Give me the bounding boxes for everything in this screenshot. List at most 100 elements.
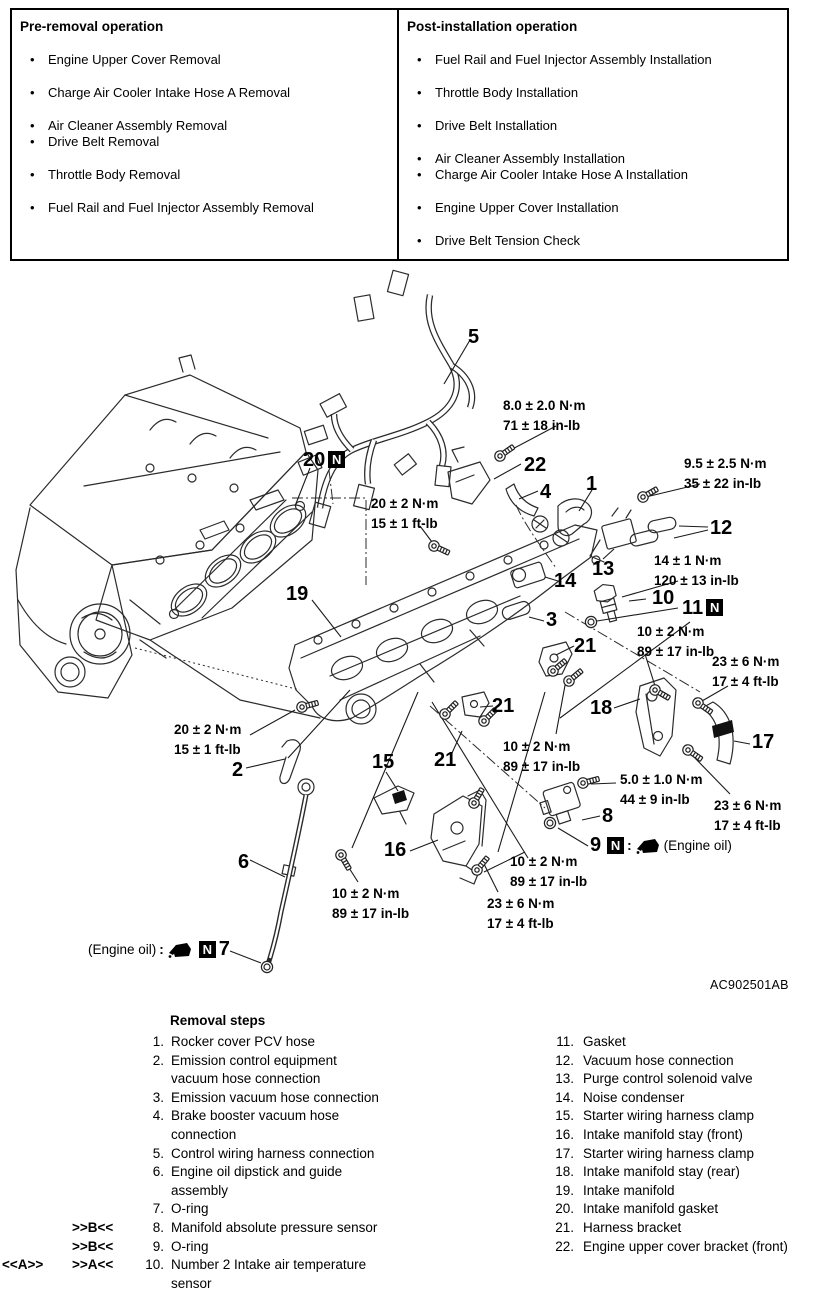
- callout-14: 14: [554, 570, 577, 592]
- intake-manifold-gasket-art: [168, 499, 313, 620]
- callout-7-engine-oil: (Engine oil) : N 7: [88, 938, 230, 961]
- step-row: >>B<<8.Manifold absolute pressure sensor: [0, 1219, 470, 1238]
- callout-1: 1: [586, 473, 598, 495]
- post-installation-title: Post-installation operation: [407, 19, 578, 34]
- callout-18: 18: [590, 697, 613, 719]
- callout-7: 7: [218, 938, 230, 960]
- callout-6: 6: [238, 851, 250, 873]
- callout-22: 22: [524, 454, 547, 476]
- pre-removal-item: Engine Upper Cover Removal: [20, 52, 389, 68]
- step-row: 16.Intake manifold stay (front): [555, 1126, 743, 1142]
- callout-21: 21: [434, 749, 457, 771]
- callout-12: 12: [710, 517, 733, 539]
- post-installation-item: Drive Belt Installation: [407, 118, 779, 134]
- step-row: 15.Starter wiring harness clamp: [555, 1108, 755, 1124]
- colon: :: [159, 942, 164, 957]
- step-row: 22.Engine upper cover bracket (front): [555, 1238, 788, 1254]
- intake-manifold-art: [288, 524, 598, 725]
- post-installation-item: Throttle Body Installation: [407, 85, 779, 101]
- post-installation-cell: Post-installation operation Fuel Rail an…: [399, 10, 787, 259]
- removal-steps-right-column: 11.Gasket 12.Vacuum hose connection 13.P…: [540, 1033, 822, 1256]
- pre-removal-item: Drive Belt Removal: [20, 134, 389, 150]
- callout-16: 16: [384, 839, 407, 861]
- removal-steps-left-column: 1.Rocker cover PCV hose 2.Emission contr…: [0, 1033, 470, 1293]
- step-row: 18.Intake manifold stay (rear): [555, 1164, 740, 1180]
- post-installation-item: Fuel Rail and Fuel Injector Assembly Ins…: [407, 52, 779, 68]
- callout-13: 13: [592, 558, 615, 580]
- callout-9-engine-oil: 9 N : (Engine oil): [590, 834, 732, 857]
- procedure-marker: >>B<<: [72, 1219, 114, 1235]
- pre-removal-item: Charge Air Cooler Intake Hose A Removal: [20, 85, 389, 101]
- oil-can-icon: [168, 942, 191, 958]
- step-row: 13.Purge control solenoid valve: [555, 1071, 753, 1087]
- removal-steps-title: Removal steps: [170, 1013, 266, 1028]
- engine-oil-label: (Engine oil): [88, 942, 157, 957]
- operations-table: Pre-removal operation Engine Upper Cover…: [10, 8, 789, 261]
- post-installation-item: Engine Upper Cover Installation: [407, 200, 779, 216]
- callout-17: 17: [752, 731, 775, 753]
- engine-oil-label: (Engine oil): [663, 838, 732, 853]
- step-row: 20.Intake manifold gasket: [555, 1201, 719, 1217]
- callout-21: 21: [492, 695, 515, 717]
- callout-2: 2: [232, 759, 244, 781]
- step-row: 11.Gasket: [556, 1034, 626, 1049]
- procedure-marker: >>A<<: [72, 1257, 114, 1273]
- wiring-harness-art: [297, 269, 476, 529]
- callout-19: 19: [286, 583, 309, 605]
- step-row: <<A>>>>A<<10.Number 2 Intake air tempera…: [0, 1256, 470, 1293]
- callout-4: 4: [540, 481, 552, 503]
- pre-removal-item: Air Cleaner Assembly Removal: [20, 118, 389, 134]
- pre-removal-item: Throttle Body Removal: [20, 167, 389, 183]
- non-reusable-part-icon: N: [607, 837, 625, 854]
- small-parts-art: [279, 446, 734, 885]
- callout-8: 8: [602, 805, 614, 827]
- callout-15: 15: [372, 751, 395, 773]
- pre-removal-item: Fuel Rail and Fuel Injector Assembly Rem…: [20, 200, 389, 216]
- procedure-marker: <<A>>: [2, 1257, 44, 1273]
- step-row: 14.Noise condenser: [555, 1089, 685, 1105]
- step-row: 17.Starter wiring harness clamp: [555, 1145, 755, 1161]
- post-installation-item: Drive Belt Tension Check: [407, 233, 779, 249]
- post-installation-item: Charge Air Cooler Intake Hose A Installa…: [407, 167, 779, 183]
- post-installation-item: Air Cleaner Assembly Installation: [407, 151, 779, 167]
- pre-removal-cell: Pre-removal operation Engine Upper Cover…: [12, 10, 399, 259]
- callout-21: 21: [574, 635, 597, 657]
- step-row: 12.Vacuum hose connection: [555, 1052, 734, 1068]
- figure-code: AC902501AB: [710, 978, 789, 992]
- step-row: 1.Rocker cover PCV hose: [152, 1034, 316, 1049]
- engine-block-art: [15, 354, 321, 719]
- non-reusable-part-icon: N: [328, 451, 346, 468]
- callout-9: 9: [590, 834, 602, 856]
- callout-5: 5: [468, 326, 480, 348]
- non-reusable-part-icon: N: [198, 941, 216, 958]
- pre-removal-title: Pre-removal operation: [20, 19, 164, 34]
- leader-lines: [229, 339, 751, 964]
- step-row: 5.Control wiring harness connection: [152, 1145, 375, 1161]
- step-row: 7.O-ring: [152, 1201, 209, 1217]
- callout-10: 10: [652, 587, 675, 609]
- step-row: 21.Harness bracket: [555, 1219, 682, 1235]
- non-reusable-part-icon: N: [706, 599, 724, 616]
- colon: :: [627, 838, 632, 853]
- oil-can-icon: [636, 838, 659, 854]
- step-row: 3.Emission vacuum hose connection: [152, 1089, 379, 1105]
- step-row: 19.Intake manifold: [555, 1182, 675, 1198]
- step-row: >>B<<9.O-ring: [0, 1238, 470, 1257]
